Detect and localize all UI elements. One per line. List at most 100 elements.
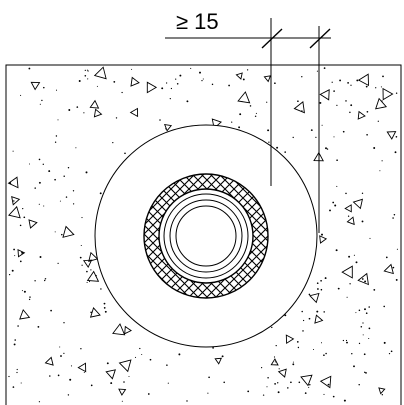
aggregate-dot — [310, 129, 313, 132]
aggregate-dot — [86, 281, 88, 283]
aggregate-triangle — [86, 270, 100, 282]
aggregate-dot — [321, 124, 323, 126]
aggregate-dot — [223, 381, 225, 384]
aggregate-dot — [381, 160, 383, 162]
aggregate-dot — [309, 384, 311, 386]
aggregate-dot — [320, 288, 323, 291]
aggregate-triangle — [357, 272, 369, 286]
aggregate-dot — [110, 382, 113, 385]
aggregate-dot — [321, 233, 323, 236]
aggregate-dot — [39, 256, 42, 258]
aggregate-dot — [12, 386, 15, 388]
aggregate-dot — [90, 269, 92, 271]
aggregate-dot — [316, 282, 319, 285]
aggregate-dot — [336, 104, 338, 107]
aggregate-dot — [394, 151, 397, 154]
aggregate-dot — [395, 135, 398, 138]
aggregate-dot — [347, 82, 349, 84]
aggregate-dot — [34, 280, 36, 282]
aggregate-dot — [57, 119, 59, 121]
aggregate-dot — [275, 344, 277, 347]
aggregate-dot — [312, 348, 315, 351]
aggregate-dot — [308, 293, 311, 296]
aggregate-dot — [292, 136, 294, 139]
aggregate-dot — [361, 278, 364, 280]
aggregate-dot — [104, 310, 107, 313]
aggregate-dot — [186, 400, 188, 402]
aggregate-dot — [392, 217, 394, 219]
aggregate-triangle — [357, 73, 369, 87]
aggregate-dot — [55, 89, 58, 91]
tick-right — [309, 28, 331, 49]
aggregate-dot — [332, 201, 335, 204]
aggregate-dot — [83, 371, 85, 374]
aggregate-dot — [342, 339, 345, 342]
aggregate-dot — [268, 141, 270, 143]
aggregate-dot — [103, 307, 106, 309]
aggregate-dot — [190, 67, 192, 69]
aggregate-triangle — [30, 81, 41, 91]
pipe-middle-wall — [169, 199, 243, 273]
aggregate-dot — [353, 254, 355, 256]
aggregate-dot — [249, 105, 252, 107]
aggregate-dot — [274, 82, 276, 85]
aggregate-dot — [29, 296, 31, 298]
aggregate-dot — [19, 224, 22, 227]
aggregate-dot — [11, 269, 14, 272]
aggregate-dot — [90, 384, 93, 387]
aggregate-triangle — [118, 359, 132, 373]
aggregate-triangle — [346, 216, 355, 226]
aggregate-dot — [292, 363, 295, 366]
aggregate-dot — [320, 279, 322, 282]
aggregate-dot — [39, 103, 41, 105]
aggregate-dot — [23, 216, 26, 219]
aggregate-dot — [121, 91, 123, 94]
aggregate-triangle — [319, 235, 328, 244]
aggregate-dot — [208, 376, 210, 379]
aggregate-dot — [228, 84, 230, 87]
aggregate-dot — [65, 196, 68, 198]
aggregate-dot — [86, 270, 88, 273]
aggregate-dot — [100, 288, 102, 290]
aggregate-dot — [350, 104, 353, 107]
aggregate-dot — [67, 166, 70, 169]
aggregate-dot — [297, 100, 299, 103]
aggregate-dot — [329, 209, 331, 212]
aggregate-triangle — [277, 368, 287, 378]
aggregate-dot — [319, 101, 322, 104]
aggregate-dot — [254, 115, 257, 118]
aggregate-dot — [355, 261, 358, 264]
aggregate-dot — [320, 342, 323, 344]
aggregate-dot — [80, 244, 82, 247]
aggregate-triangle — [214, 357, 223, 365]
aggregate-dot — [159, 119, 161, 121]
aggregate-triangle — [130, 76, 140, 87]
aggregate-dot — [112, 142, 114, 144]
aggregate-dot — [366, 110, 369, 113]
aggregate-dot — [350, 84, 352, 86]
aggregate-triangle — [62, 225, 75, 238]
aggregate-dot — [44, 279, 46, 282]
aggregate-dot — [346, 341, 348, 344]
aggregate-triangle — [88, 251, 99, 262]
dimension-annotation: ≥ 15 — [165, 9, 331, 233]
aggregate-triangle — [375, 97, 388, 110]
aggregate-dot — [364, 371, 366, 373]
aggregate-dot — [169, 97, 171, 100]
aggregate-dot — [247, 390, 250, 393]
aggregate-dot — [38, 401, 41, 403]
aggregate-triangle — [28, 219, 38, 229]
aggregate-dot — [358, 309, 361, 312]
aggregate-dot — [165, 82, 168, 84]
aggregate-dot — [22, 207, 24, 210]
aggregate-dot — [141, 353, 143, 356]
insulation-hatched-ring — [143, 173, 269, 299]
aggregate-dot — [85, 171, 88, 174]
aggregate-triangle — [77, 362, 87, 373]
aggregate-dot — [267, 129, 270, 132]
aggregate-dot — [266, 101, 268, 103]
aggregate-dot — [360, 325, 363, 328]
aggregate-dot — [43, 205, 45, 207]
aggregate-dot — [358, 342, 361, 345]
aggregate-dot — [21, 290, 23, 292]
